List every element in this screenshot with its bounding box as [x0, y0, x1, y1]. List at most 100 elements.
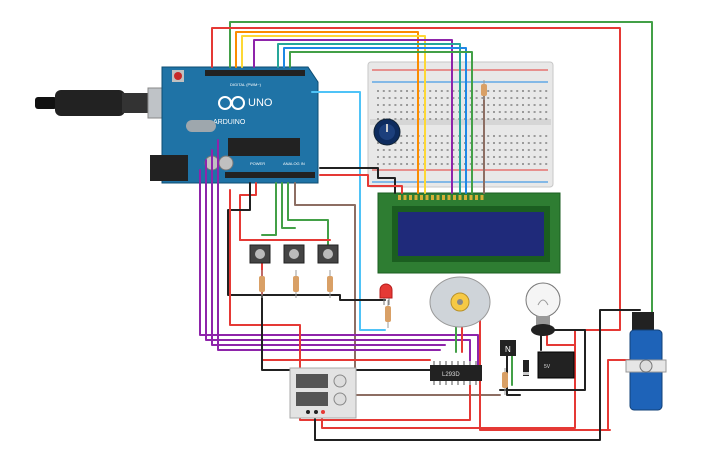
chip-pin	[457, 381, 459, 385]
dc-power-supply	[289, 367, 357, 419]
breadboard-hole	[493, 163, 495, 165]
breadboard-hole	[487, 97, 490, 99]
breadboard-hole	[440, 163, 443, 165]
breadboard-hole	[446, 149, 449, 151]
breadboard-hole	[440, 90, 443, 92]
breadboard-hole	[522, 163, 524, 165]
chip-pin	[457, 361, 459, 365]
chip-pin	[475, 361, 477, 365]
breadboard-hole	[516, 97, 519, 99]
resistor-3	[327, 270, 333, 298]
atmega-chip	[228, 138, 300, 156]
breadboard-hole	[487, 163, 490, 165]
breadboard-hole	[545, 111, 548, 113]
breadboard-hole	[435, 156, 437, 158]
diode	[523, 360, 529, 376]
breadboard-hole	[452, 90, 455, 92]
breadboard-hole	[411, 142, 414, 144]
breadboard-hole	[498, 90, 501, 92]
breadboard-hole	[493, 111, 495, 113]
breadboard-hole	[493, 90, 495, 92]
breadboard-hole	[493, 97, 495, 99]
breadboard-hole	[522, 156, 524, 158]
breadboard-hole	[504, 135, 507, 137]
wire-red-relay	[321, 329, 576, 429]
breadboard-hole	[475, 104, 478, 106]
push-buttons	[249, 244, 339, 264]
push-button-3	[317, 244, 339, 264]
breadboard-hole	[516, 90, 519, 92]
red-led	[379, 283, 393, 305]
breadboard-hole	[527, 149, 530, 151]
breadboard-hole	[481, 163, 484, 165]
breadboard-hole	[440, 97, 443, 99]
breadboard-hole	[475, 149, 478, 151]
breadboard-hole	[516, 142, 519, 144]
breadboard-hole	[510, 156, 513, 158]
arduino-brand-text: ARDUINO	[213, 119, 246, 126]
breadboard-hole	[493, 149, 495, 151]
wire-black-bottom	[314, 399, 601, 441]
breadboard-hole	[388, 104, 391, 106]
breadboard-hole	[522, 149, 524, 151]
lcd-pin	[447, 195, 451, 200]
breadboard-hole	[394, 118, 397, 120]
breadboard-hole	[377, 97, 379, 99]
breadboard-hole	[452, 135, 455, 137]
breadboard-hole	[504, 97, 507, 99]
breadboard-hole	[435, 142, 437, 144]
breadboard-hole	[545, 104, 548, 106]
breadboard-hole	[510, 118, 513, 120]
lcd-pins	[398, 195, 484, 200]
breadboard-hole	[516, 104, 519, 106]
breadboard-hole	[400, 118, 403, 120]
breadboard-hole	[487, 104, 490, 106]
wire-lightblue-led	[311, 91, 386, 331]
breadboard-hole	[429, 90, 432, 92]
breadboard-hole	[510, 149, 513, 151]
resistor-breadboard	[481, 80, 487, 100]
breadboard-hole	[377, 163, 379, 165]
breadboard-hole	[469, 163, 472, 165]
breadboard-hole	[475, 97, 478, 99]
transistor-label: N	[505, 345, 511, 354]
breadboard-hole	[388, 97, 391, 99]
breadboard-hole	[527, 156, 530, 158]
breadboard-hole	[510, 135, 513, 137]
breadboard-hole	[452, 111, 455, 113]
breadboard-hole	[394, 163, 397, 165]
breadboard-hole	[469, 97, 472, 99]
breadboard-hole	[400, 163, 403, 165]
breadboard-hole	[510, 111, 513, 113]
lcd-pin	[475, 195, 478, 200]
wire-red-btn	[239, 182, 257, 241]
lcd-pin	[464, 195, 467, 200]
digital-label: DIGITAL (PWM~)	[230, 82, 262, 87]
breadboard-hole	[411, 156, 414, 158]
breadboard-hole	[452, 142, 455, 144]
breadboard-hole	[446, 163, 449, 165]
digital-header	[205, 70, 305, 76]
resistors	[259, 80, 508, 395]
breadboard-hole	[522, 111, 524, 113]
breadboard-hole	[533, 142, 536, 144]
lcd-pin	[431, 195, 434, 200]
breadboard-hole	[406, 104, 408, 106]
breadboard-hole	[527, 135, 530, 137]
breadboard-hole	[446, 142, 449, 144]
breadboard-hole	[382, 156, 385, 158]
breadboard-hole	[406, 142, 408, 144]
breadboard-hole	[394, 142, 397, 144]
breadboard-hole	[527, 90, 530, 92]
lcd-pin	[458, 195, 462, 200]
breadboard-hole	[493, 156, 495, 158]
breadboard-hole	[400, 156, 403, 158]
breadboard-hole	[533, 156, 536, 158]
push-button-2	[283, 244, 305, 264]
breadboard-hole	[377, 90, 379, 92]
breadboard-hole	[522, 97, 524, 99]
breadboard-hole	[481, 111, 484, 113]
breadboard-hole	[487, 135, 490, 137]
breadboard-hole	[533, 104, 536, 106]
breadboard-hole	[411, 104, 414, 106]
